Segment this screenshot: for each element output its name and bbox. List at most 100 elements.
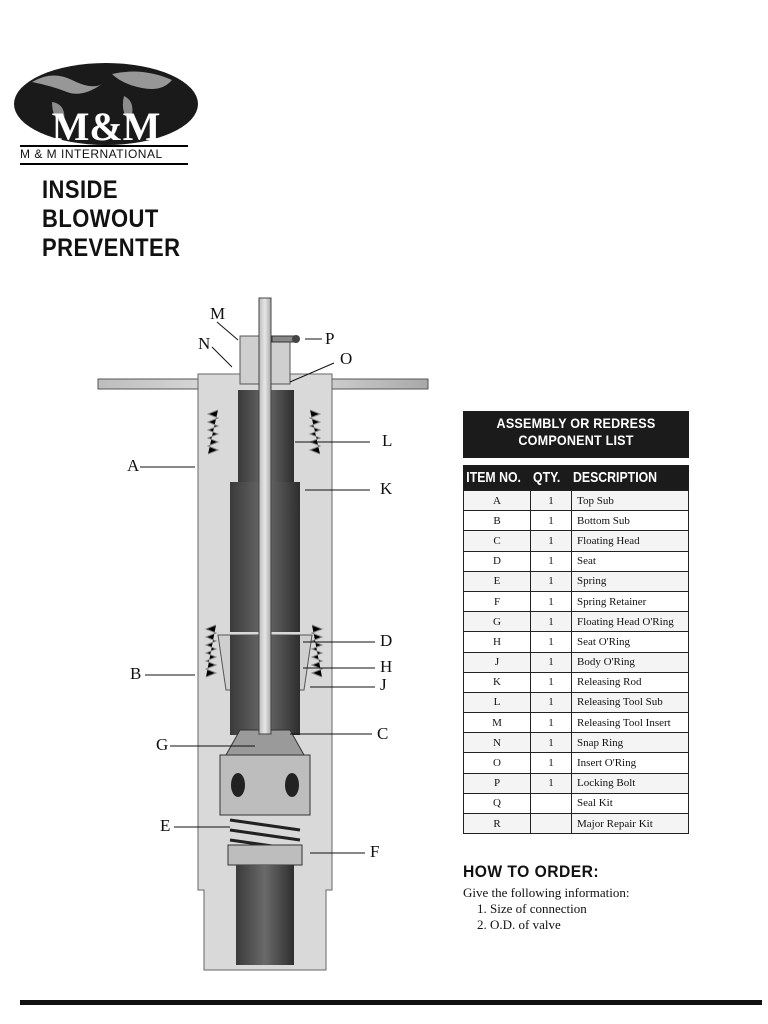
cell-qty: 1 [530,590,572,613]
column-item-no: ITEM NO. [466,469,521,486]
locking-bolt [271,335,295,343]
cell-qty: 1 [530,631,572,653]
order-item: 2. O.D. of valve [477,917,561,932]
component-list: ASSEMBLY OR REDRESS COMPONENT LIST ITEM … [463,411,689,835]
cell-description: Seat [571,550,689,572]
table-column-header: ITEM NO. QTY. DESCRIPTION [463,465,689,490]
logo-subtitle: M & M INTERNATIONAL [20,145,188,165]
bop-cross-section-diagram: M N P O L K A D H J B C G E F [90,290,440,980]
title-line-2: BLOWOUT [42,205,159,233]
port-left [231,773,245,797]
order-item: 1. Size of connection [477,901,587,916]
cell-item-no: N [463,732,531,754]
cell-description: Body O'Ring [571,651,689,673]
cell-item-no: H [463,631,531,653]
cell-qty [530,812,572,835]
cell-qty: 1 [530,651,572,673]
callout-n: N [198,334,211,353]
title-line-3: PREVENTER [42,234,181,262]
column-qty: QTY. [533,469,561,486]
callout-e: E [160,816,171,835]
cell-item-no: L [463,691,531,714]
callout-p: P [325,329,335,348]
column-description: DESCRIPTION [573,469,658,486]
cell-description: Bottom Sub [571,510,689,532]
cell-qty: 1 [530,712,572,734]
callout-c: C [377,724,389,743]
cell-description: Releasing Tool Insert [571,712,689,734]
world-map-logo-graphic: M&M [14,63,198,149]
company-logo: M&M [12,62,200,162]
cell-description: Floating Head [571,530,689,552]
callout-j: J [380,675,387,694]
callout-b: B [130,664,142,683]
callout-m: M [210,304,226,323]
callout-o: O [340,349,353,368]
component-list-title-1: ASSEMBLY OR REDRESS [496,415,656,431]
cell-item-no: P [463,772,531,794]
cell-description: Major Repair Kit [571,812,689,835]
how-to-order-title: HOW TO ORDER: [463,862,600,881]
cell-qty: 1 [530,530,572,552]
title-line-1: INSIDE [42,176,118,204]
lower-bore [236,865,294,965]
callout-f: F [370,842,380,861]
cross-section-drawing [97,297,429,971]
releasing-rod [258,297,272,735]
cell-qty: 1 [530,510,572,532]
cell-description: Top Sub [571,489,689,512]
cell-item-no: O [463,752,531,774]
cell-qty: 1 [530,772,572,794]
cell-description: Seat O'Ring [571,631,689,653]
cell-description: Releasing Tool Sub [571,691,689,714]
callout-k: K [380,479,393,498]
cell-description: Locking Bolt [571,772,689,794]
cell-qty: 1 [530,570,572,592]
how-to-order: HOW TO ORDER: Give the following informa… [463,862,763,933]
cell-item-no: M [463,712,531,734]
cell-item-no: A [463,489,531,512]
cell-item-no: E [463,570,531,592]
cell-qty: 1 [530,671,572,693]
callout-d: D [380,631,393,650]
cell-qty: 1 [530,489,572,512]
cell-description: Releasing Rod [571,671,689,693]
cell-qty [530,792,572,815]
callout-a: A [127,456,140,475]
callout-l: L [382,431,393,450]
cell-description: Insert O'Ring [571,752,689,774]
cell-item-no: F [463,590,531,613]
port-right [285,773,299,797]
cell-description: Spring [571,570,689,592]
cell-item-no: Q [463,792,531,815]
cell-item-no: K [463,671,531,693]
cell-item-no: C [463,530,531,552]
locking-bolt-head [292,335,300,343]
cell-item-no: J [463,651,531,673]
callout-h: H [380,657,393,676]
spring-retainer [227,844,303,866]
component-list-header: ASSEMBLY OR REDRESS COMPONENT LIST [463,411,689,458]
cell-description: Spring Retainer [571,590,689,613]
cell-qty: 1 [530,752,572,774]
callout-g: G [156,735,169,754]
cell-qty: 1 [530,732,572,754]
cell-qty: 1 [530,550,572,572]
